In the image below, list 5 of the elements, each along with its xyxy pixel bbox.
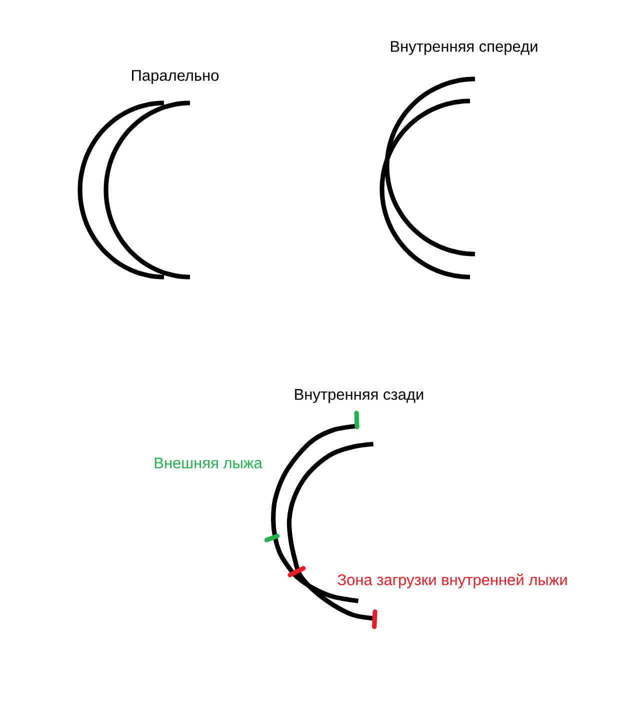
annotation: Внешняя лыжа [154, 458, 262, 468]
sketch-title: Внутренняя спереди [390, 41, 538, 55]
annotation: Зона загрузки внутренней лыжи [338, 574, 567, 588]
sketch-title: Внутренняя сзади [295, 389, 424, 403]
sketch-title: Паралельно [132, 70, 219, 84]
